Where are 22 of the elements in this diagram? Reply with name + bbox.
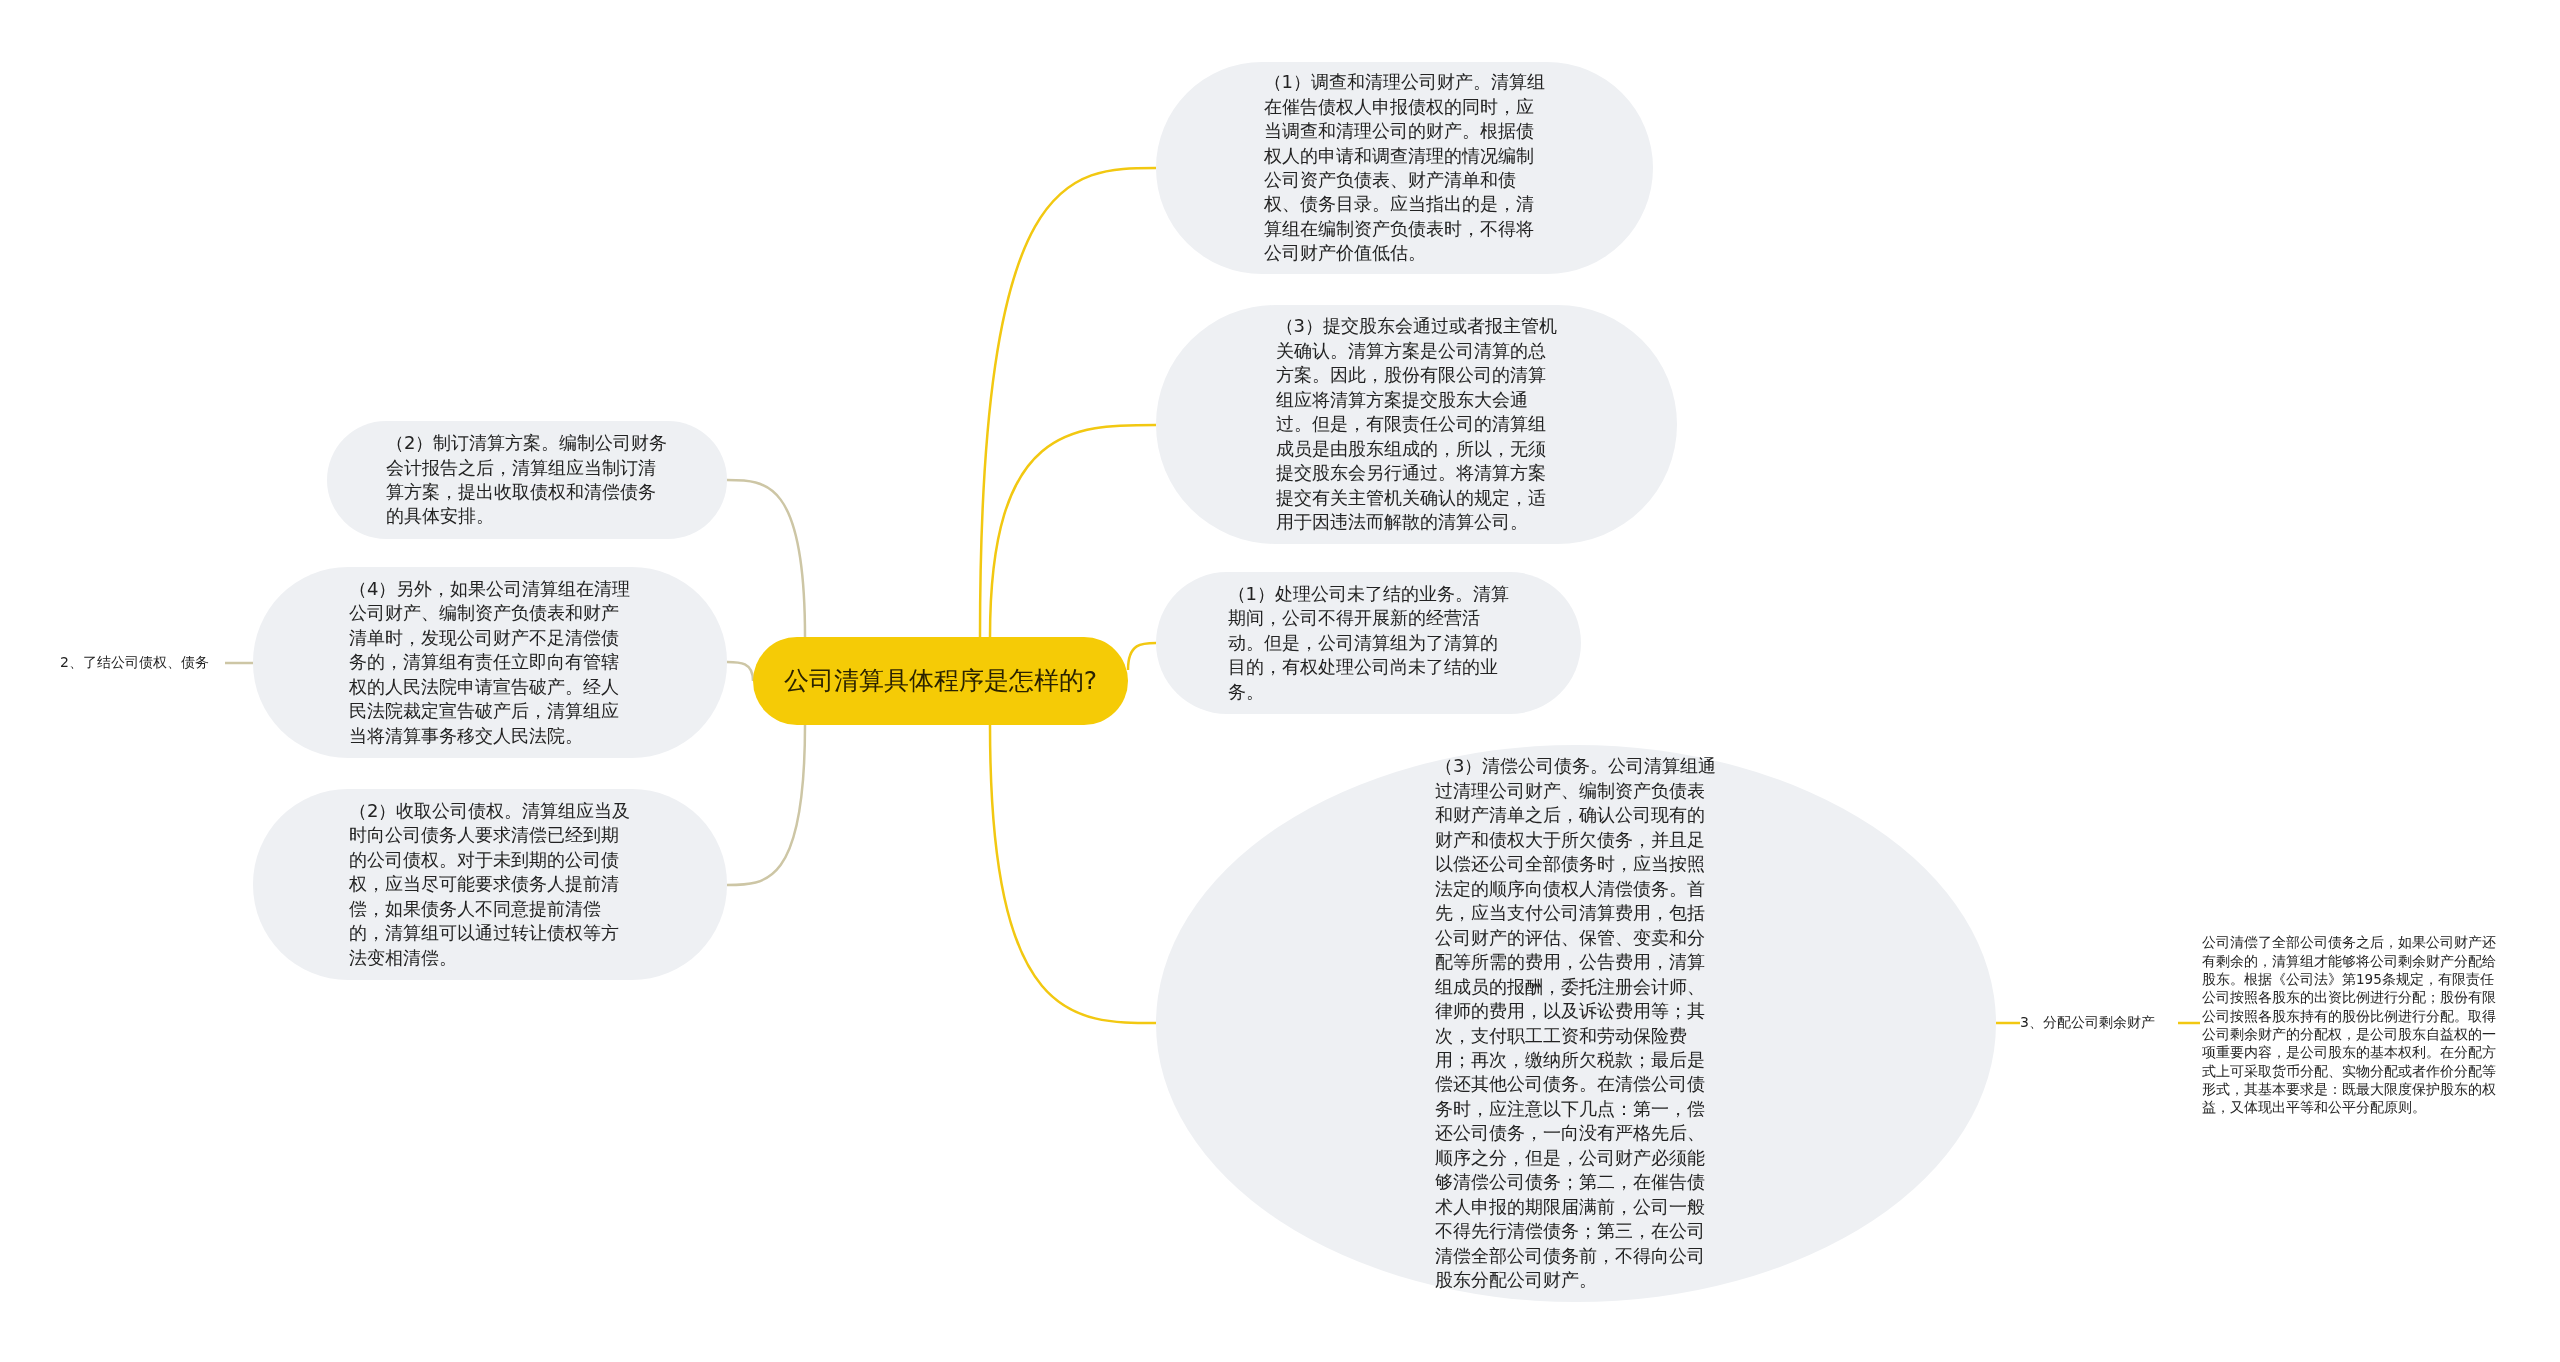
connector-line [988, 724, 1156, 1025]
paragraph: 公司清偿了全部公司债务之后，如果公司财产还有剩余的，清算组才能够将公司剩余财产分配给股东。根据《公司法》第195条规定，有限责任公司按照各股东的出资比例进行分配；股份有限公司按照各股东持有的股份比例进行分配。取得公司剩余财产的分配权，是公司股东自益权的一项重要内容，是公司股东的基本权利。在分配方式上可采取货币分配、实物分配或者作价分配等形式，其基本要求是：既最大限度保护股东的权益，又体现出平等和公平分配原则。 [2202, 933, 2497, 1117]
paragraph: 3、分配公司剩余财产 [2020, 1013, 2156, 1033]
connector-line [1126, 641, 1156, 671]
paragraph: （2）制订清算方案。编制公司财务会计报告之后，清算组应当制订清算方案，提出收取债权和清偿债务的具体安排。 [386, 431, 668, 529]
connector-line [727, 478, 807, 638]
paragraph: （2）收取公司债权。清算组应当及时向公司债务人要求清偿已经到期的公司债权。对于未到期的公司债权，应当尽可能要求债务人提前清偿，如果债务人不同意提前清偿的，清算组可以通过转让债权等方法变相清偿。 [349, 798, 631, 970]
connector-line [1996, 1021, 2020, 1025]
paragraph: （1）处理公司未了结的业务。清算期间，公司不得开展新的经营活动。但是，公司清算组为了清算的目的，有权处理公司尚未了结的业务。 [1227, 581, 1510, 704]
connector-line [988, 423, 1156, 638]
connector-line [727, 660, 755, 682]
paragraph: （1）调查和清理公司财产。清算组在催告债权人申报债权的同时，应当调查和清理公司的财产。根据债权人的申请和调查清理的情况编制公司资产负债表、财产清单和债权、债务目录。应当指出的是，清算组在编制资产负债表时，不得将公司财产价值低估。 [1263, 70, 1546, 266]
topic-text: 公司清算具体程序是怎样的? [782, 665, 1099, 698]
paragraph: 2、了结公司债权、债务 [60, 653, 210, 673]
paragraph: （3）提交股东会通过或者报主管机关确认。清算方案是公司清算的总方案。因此，股份有限公司的清算组应将清算方案提交股东大会通过。但是，有限责任公司的清算组成员是由股东组成的，所以，无须提交股东会另行通过。将清算方案提交有关主管机关确认的规定，适用于因违法而解散的清算公司。 [1275, 314, 1558, 535]
connector-line [225, 661, 253, 665]
topic-box [753, 637, 1128, 725]
paragraph: （3）清偿公司债务。公司清算组通过清理公司财产、编制资产负债表和财产清单之后，确认公司现有的财产和债权大于所欠债务，并且足以偿还公司全部债务时，应当按照法定的顺序向债权人清偿债务。首先，应当支付公司清算费用，包括公司财产的评估、保管、变卖和分配等所需的费用，公告费用，清算组成员的报酬，委托注册会计师、律师的费用，以及诉讼费用等；其次，支付职工工资和劳动保险费用；再次，缴纳所欠税款；最后是偿还其他公司债务。在清偿公司债务时，应注意以下几点：第一，偿还公司债务，一向没有严格先后、顺序之分，但是，公司财产必须能够清偿公司债务；第二，在催告债术人申报的期限届满前，公司一般不得先行清偿债务；第三，在公司清偿全部公司债务前，不得向公司股东分配公司财产。 [1435, 754, 1717, 1293]
paragraph: （4）另外，如果公司清算组在清理公司财产、编制资产负债表和财产清单时，发现公司财产不足清偿债务的，清算组有责任立即向有管辖权的人民法院申请宣告破产。经人民法院裁定宣告破产后，清算组应当将清算事务移交人民法院。 [349, 576, 631, 748]
connector-line [978, 166, 1156, 638]
connector-line [2178, 1021, 2200, 1025]
connector-line [727, 724, 807, 887]
